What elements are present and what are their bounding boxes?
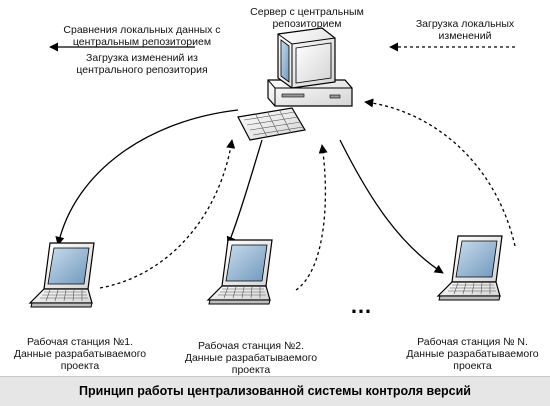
workstation-1-label: Рабочая станция №1. Данные разрабатываем…: [13, 336, 147, 372]
workstation-n-label: Рабочая станция № N. Данные разрабатывае…: [406, 336, 539, 372]
laptop-icon: [437, 235, 503, 301]
arrow-ws1-to-server: [99, 139, 236, 289]
figure-caption: Принцип работы централизованной системы …: [79, 384, 471, 398]
laptop-icon: [29, 242, 95, 308]
ellipsis: …: [350, 293, 373, 318]
arrow-wsN-to-server: [364, 98, 516, 247]
arrow-server-to-ws1: [55, 109, 239, 246]
compare-label: Сравнения локальных данных с центральным…: [63, 24, 221, 48]
workstation-2-label: Рабочая станция №2. Данные разрабатываем…: [184, 340, 318, 376]
arrow-server-to-wsN: [339, 139, 444, 274]
server-computer-icon: [237, 27, 353, 141]
upload-local-label: Загрузка локальных изменений: [415, 18, 515, 42]
arrow-server-to-ws2: [226, 139, 263, 246]
server-label: Сервер с центральным репозиторием: [250, 6, 364, 30]
caption-bar: [0, 376, 550, 406]
arrow-ws2-to-server: [295, 144, 328, 291]
laptop-icon: [207, 239, 273, 305]
download-label: Загрузка изменений из центрального репоз…: [76, 52, 208, 76]
